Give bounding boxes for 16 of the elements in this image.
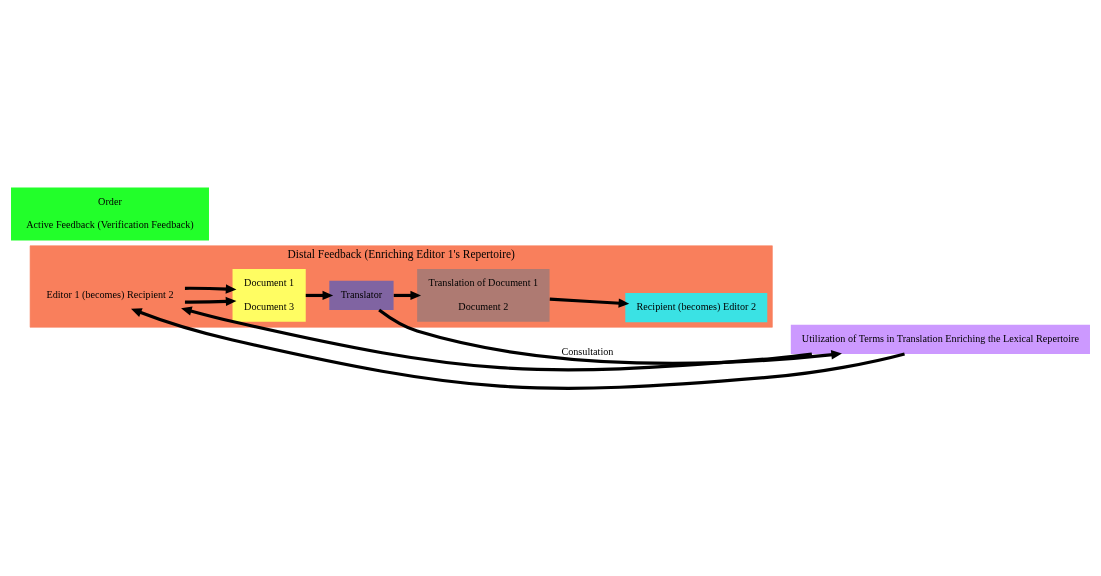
arrow — [131, 308, 905, 390]
arrow — [378, 308, 842, 365]
node-box: Document 1 Document 3 — [232, 269, 306, 322]
node-box: Order Active Feedback (Verification Feedback) — [11, 187, 209, 241]
arrow — [305, 290, 334, 301]
arrow — [549, 297, 630, 308]
node-box: Recipient (becomes) Editor 2 — [625, 292, 768, 323]
node-box: Translator — [329, 280, 394, 311]
node-text: Editor 1 (becomes) Recipient 2 — [46, 288, 174, 300]
arrow — [184, 284, 237, 294]
edge-label: Consultation — [561, 346, 614, 358]
arrow — [181, 306, 813, 372]
node-box: Utilization of Terms in Translation Enriching the Lexical Repertoire — [790, 324, 1090, 354]
node-box: Translation of Document 1 Document 2 — [417, 269, 550, 322]
arrow — [184, 296, 237, 307]
arrow — [393, 290, 422, 301]
